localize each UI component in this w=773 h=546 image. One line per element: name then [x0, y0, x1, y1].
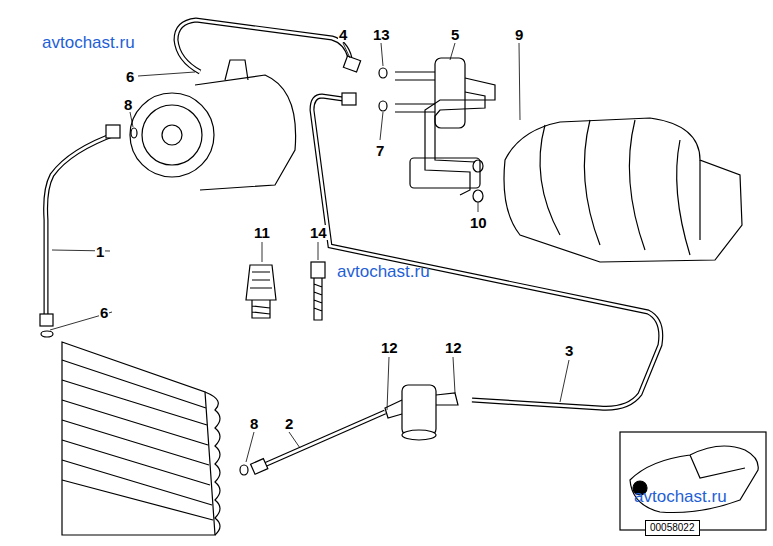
callout-number: 2	[284, 416, 294, 431]
drawing-number: 00058022	[650, 523, 695, 533]
callout-number: 9	[514, 27, 524, 42]
drawing-number-box: 00058022	[645, 520, 700, 536]
callout-number: 7	[375, 143, 385, 158]
callout-number: 8	[249, 416, 259, 431]
watermark: avtochast.ru	[633, 488, 728, 505]
callout-number: 10	[469, 215, 488, 230]
callout-number: 1	[95, 244, 105, 259]
callout-number: 13	[372, 27, 391, 42]
callout-number: 14	[309, 225, 328, 240]
callout-number: 12	[380, 340, 399, 355]
callout-number: 4	[338, 27, 348, 42]
callout-number: 11	[253, 225, 271, 240]
watermark: avtochast.ru	[41, 34, 136, 51]
callout-number: 6	[99, 305, 109, 320]
callout-number: 3	[564, 343, 574, 358]
callout-number: 5	[450, 27, 460, 42]
callout-number: 8	[123, 97, 133, 112]
watermark: avtochast.ru	[336, 263, 431, 280]
callout-number: 6	[125, 69, 135, 84]
callout-number: 12	[444, 340, 463, 355]
